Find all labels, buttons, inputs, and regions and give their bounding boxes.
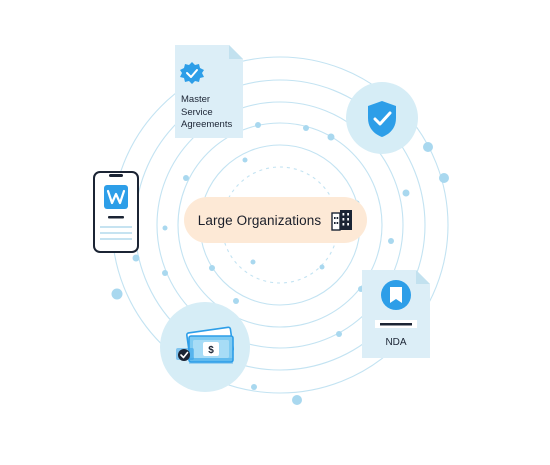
msa-document-card bbox=[175, 45, 243, 138]
orbit-dot bbox=[402, 189, 410, 197]
orbit-dot bbox=[303, 125, 309, 131]
orbit-dot bbox=[423, 142, 433, 152]
shield-node bbox=[346, 82, 418, 154]
orbit-dot bbox=[439, 173, 449, 183]
svg-text:$: $ bbox=[208, 345, 214, 356]
orbit-dot bbox=[162, 270, 168, 276]
orbit-dot bbox=[111, 288, 123, 300]
bookmark-icon bbox=[390, 287, 402, 303]
msa-label-line-1: Master bbox=[181, 94, 211, 105]
orbit-dot bbox=[233, 298, 239, 304]
orbit-dot bbox=[162, 225, 168, 231]
msa-label-line-3: Agreements bbox=[181, 119, 233, 130]
orbit-dot bbox=[336, 331, 342, 337]
orbit-dot bbox=[132, 254, 140, 262]
shield-check-icon bbox=[368, 101, 396, 137]
payment-node: $ bbox=[160, 302, 250, 392]
msa-label-line-2: Service bbox=[181, 106, 213, 118]
hub-label: Large Organizations bbox=[197, 212, 322, 228]
building-icon bbox=[331, 210, 353, 231]
nda-label: NDA bbox=[385, 337, 407, 348]
msa-label: Master Service Agreements bbox=[181, 94, 251, 132]
orbit-dot bbox=[251, 384, 257, 390]
orbit-ring-4 bbox=[156, 101, 404, 349]
orbit-dot bbox=[255, 122, 261, 128]
orbit-ring-3 bbox=[177, 122, 383, 328]
check-circle-icon bbox=[176, 348, 194, 361]
orbit-dot bbox=[292, 395, 302, 405]
orbit-dots bbox=[109, 122, 449, 405]
dollar-bill-icon: $ bbox=[186, 326, 234, 364]
hub-pill: Large Organizations bbox=[184, 197, 367, 243]
orbit-dot bbox=[388, 238, 394, 244]
orbit-dot bbox=[209, 265, 215, 271]
verified-badge-icon bbox=[180, 62, 204, 84]
orbit-dot bbox=[242, 157, 248, 163]
nda-document-card bbox=[362, 270, 430, 358]
orbit-dot bbox=[319, 264, 325, 270]
phone-device bbox=[93, 171, 139, 253]
orbit-dot bbox=[250, 259, 256, 265]
orbit-dot bbox=[327, 133, 335, 141]
app-logo-icon bbox=[104, 185, 128, 209]
orbit-dot bbox=[183, 175, 189, 181]
